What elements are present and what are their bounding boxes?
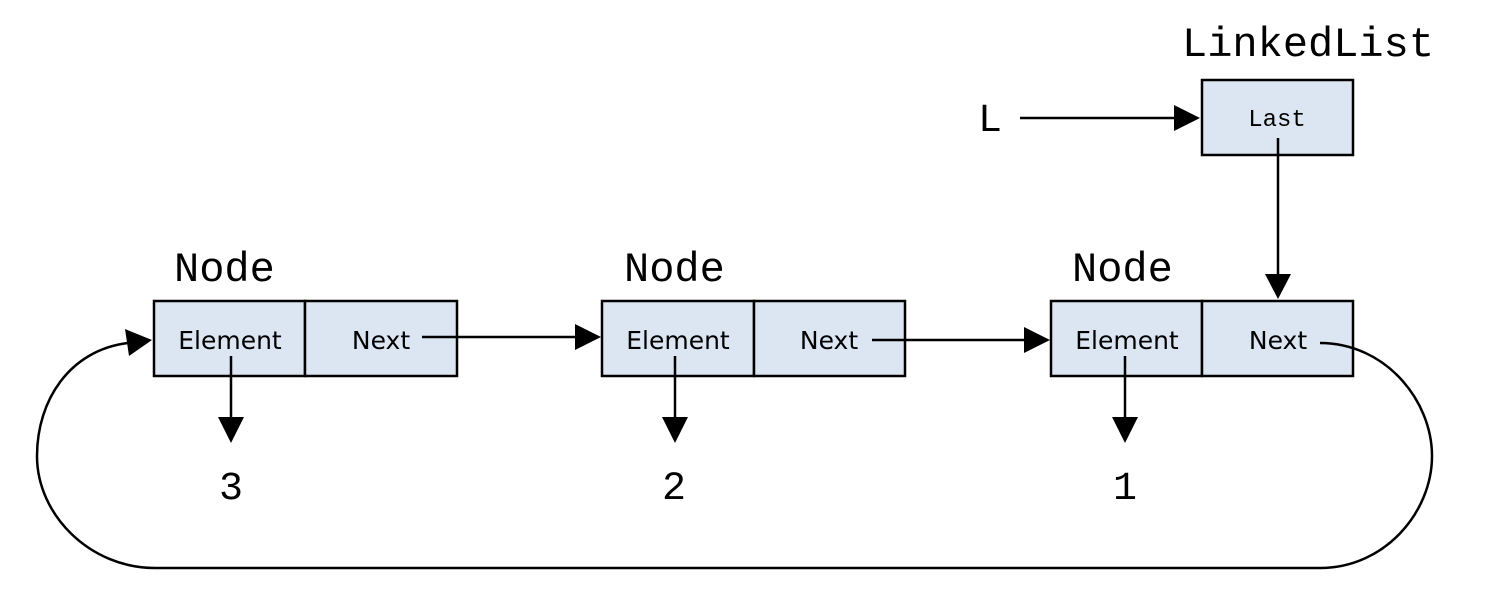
node-title: Node [1072, 246, 1173, 294]
linkedlist-title: LinkedList [1182, 21, 1434, 69]
next-field-label: Next [352, 326, 410, 355]
element-field-box [1049, 299, 1204, 378]
element-field-label: Element [1075, 326, 1179, 355]
element-value-arrowhead [218, 417, 244, 443]
node-1: Node Element Next 3 [152, 246, 459, 512]
node-title: Node [624, 246, 725, 294]
next-link-arrowhead [575, 324, 601, 350]
element-field-box [600, 299, 756, 378]
pointer-label: L [978, 99, 1002, 144]
element-field-label: Element [178, 326, 282, 355]
next-field-box [303, 299, 459, 378]
node-title: Node [174, 246, 275, 294]
element-field-box [152, 299, 307, 378]
node-value: 2 [662, 467, 686, 512]
node-3: Node Element Next 1 [1049, 246, 1355, 512]
element-field-label: Element [626, 326, 730, 355]
next-field-label: Next [1249, 326, 1307, 355]
next-field-box [752, 299, 907, 378]
next-field-box [1200, 299, 1355, 378]
last-to-node-arrowhead [1265, 274, 1291, 299]
node-value: 1 [1113, 467, 1137, 512]
next-field-label: Next [800, 326, 858, 355]
circular-link-line [35, 341, 1434, 570]
element-value-arrowhead [662, 417, 688, 443]
pointer-arrowhead [1174, 105, 1200, 131]
node-2: Node Element Next 2 [600, 246, 907, 512]
circular-link-arrowhead [125, 329, 152, 356]
last-field-label: Last [1248, 107, 1306, 134]
node-value: 3 [219, 467, 243, 512]
element-value-arrowhead [1112, 417, 1138, 443]
next-link-arrowhead [1024, 327, 1050, 353]
